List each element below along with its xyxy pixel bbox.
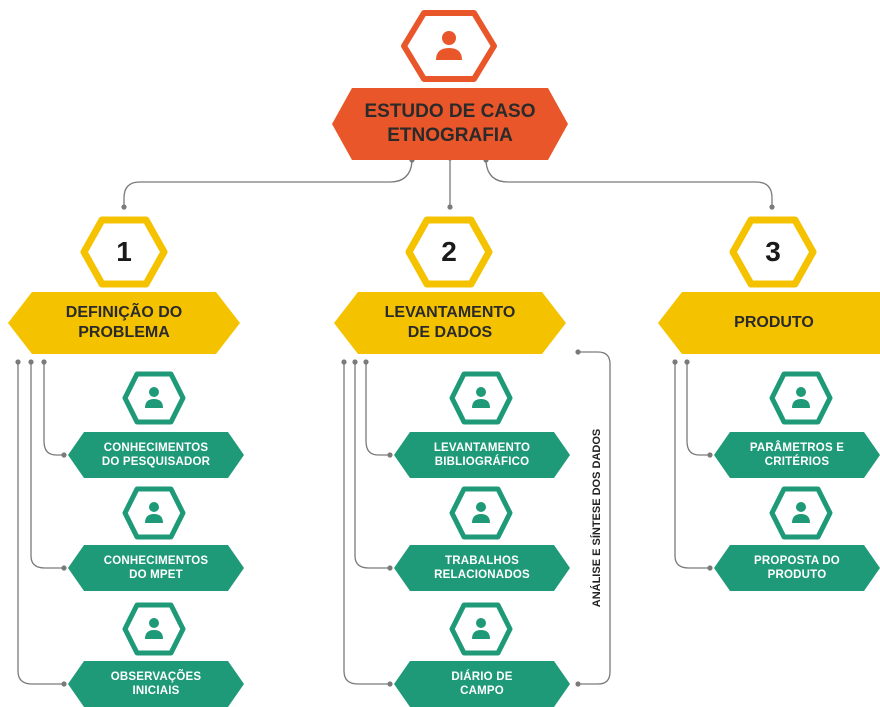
root-banner: ESTUDO DE CASO ETNOGRAFIA: [332, 88, 568, 160]
item-2-3-line1: DIÁRIO DE: [451, 670, 513, 683]
phase-1-title-line1: DEFINIÇÃO DO: [65, 304, 183, 321]
item-2-2-banner: TRABALHOS RELACIONADOS: [394, 545, 570, 591]
phase-1-title-line2: PROBLEMA: [78, 324, 170, 341]
item-2-1-banner: LEVANTAMENTO BIBLIOGRÁFICO: [394, 432, 570, 478]
item-1-2-hexagon: [122, 486, 186, 540]
item-1-2-line1: CONHECIMENTOS: [103, 554, 209, 567]
person-icon: [449, 486, 513, 540]
person-icon: [769, 371, 833, 425]
person-icon: [122, 602, 186, 656]
item-3-2-banner: PROPOSTA DO PRODUTO: [714, 545, 880, 591]
item-3-2-line1: PROPOSTA DO: [754, 554, 840, 567]
person-icon: [449, 371, 513, 425]
phase-3-number: 3: [765, 236, 781, 267]
item-1-1-line2: DO PESQUISADOR: [101, 456, 211, 468]
root-person-hexagon: [401, 10, 497, 82]
phase-2-number-hexagon: 2: [405, 216, 493, 288]
item-2-2-line2: RELACIONADOS: [434, 569, 530, 581]
item-2-2-hexagon: [449, 486, 513, 540]
analysis-side-label: ANÁLISE E SÍNTESE DOS DADOS: [591, 428, 603, 608]
item-2-1-line1: LEVANTAMENTO: [433, 441, 531, 454]
item-1-2-line2: DO MPET: [129, 569, 183, 581]
phase-2-number: 2: [441, 236, 457, 267]
item-1-1-line1: CONHECIMENTOS: [103, 441, 209, 454]
root-title-line2: ETNOGRAFIA: [387, 125, 513, 146]
phase-2-banner: LEVANTAMENTO DE DADOS: [334, 292, 566, 354]
item-3-1-line1: PARÂMETROS E: [749, 441, 845, 454]
phase-3-number-hexagon: 3: [729, 216, 817, 288]
person-icon: [122, 486, 186, 540]
person-icon: [122, 371, 186, 425]
item-3-2-hexagon: [769, 486, 833, 540]
root-title-line1: ESTUDO DE CASO: [364, 101, 536, 123]
phase-1-banner: DEFINIÇÃO DO PROBLEMA: [8, 292, 240, 354]
item-2-1-line2: BIBLIOGRÁFICO: [434, 456, 530, 468]
phase-1-number-hexagon: 1: [80, 216, 168, 288]
item-1-1-banner: CONHECIMENTOS DO PESQUISADOR: [68, 432, 244, 478]
item-1-3-line2: INICIAIS: [132, 685, 180, 697]
item-1-3-line1: OBSERVAÇÕES: [110, 670, 202, 683]
item-1-3-hexagon: [122, 602, 186, 656]
item-3-1-banner: PARÂMETROS E CRITÉRIOS: [714, 432, 880, 478]
item-2-2-line1: TRABALHOS: [445, 554, 519, 567]
item-2-3-banner: DIÁRIO DE CAMPO: [394, 661, 570, 707]
item-3-2-line2: PRODUTO: [767, 569, 827, 581]
phase-2-title-line2: DE DADOS: [407, 324, 493, 341]
item-3-1-hexagon: [769, 371, 833, 425]
item-2-3-line2: CAMPO: [460, 685, 504, 697]
person-icon: [769, 486, 833, 540]
phase-2-title-line1: LEVANTAMENTO: [384, 304, 516, 321]
person-icon: [449, 602, 513, 656]
phase-1-number: 1: [116, 236, 132, 267]
item-1-3-banner: OBSERVAÇÕES INICIAIS: [68, 661, 244, 707]
phase-3-title-line1: PRODUTO: [734, 314, 814, 331]
phase-3-banner: PRODUTO: [658, 292, 880, 354]
person-icon: [401, 10, 497, 82]
item-1-1-hexagon: [122, 371, 186, 425]
item-2-1-hexagon: [449, 371, 513, 425]
item-2-3-hexagon: [449, 602, 513, 656]
item-3-1-line2: CRITÉRIOS: [764, 456, 830, 468]
item-1-2-banner: CONHECIMENTOS DO MPET: [68, 545, 244, 591]
